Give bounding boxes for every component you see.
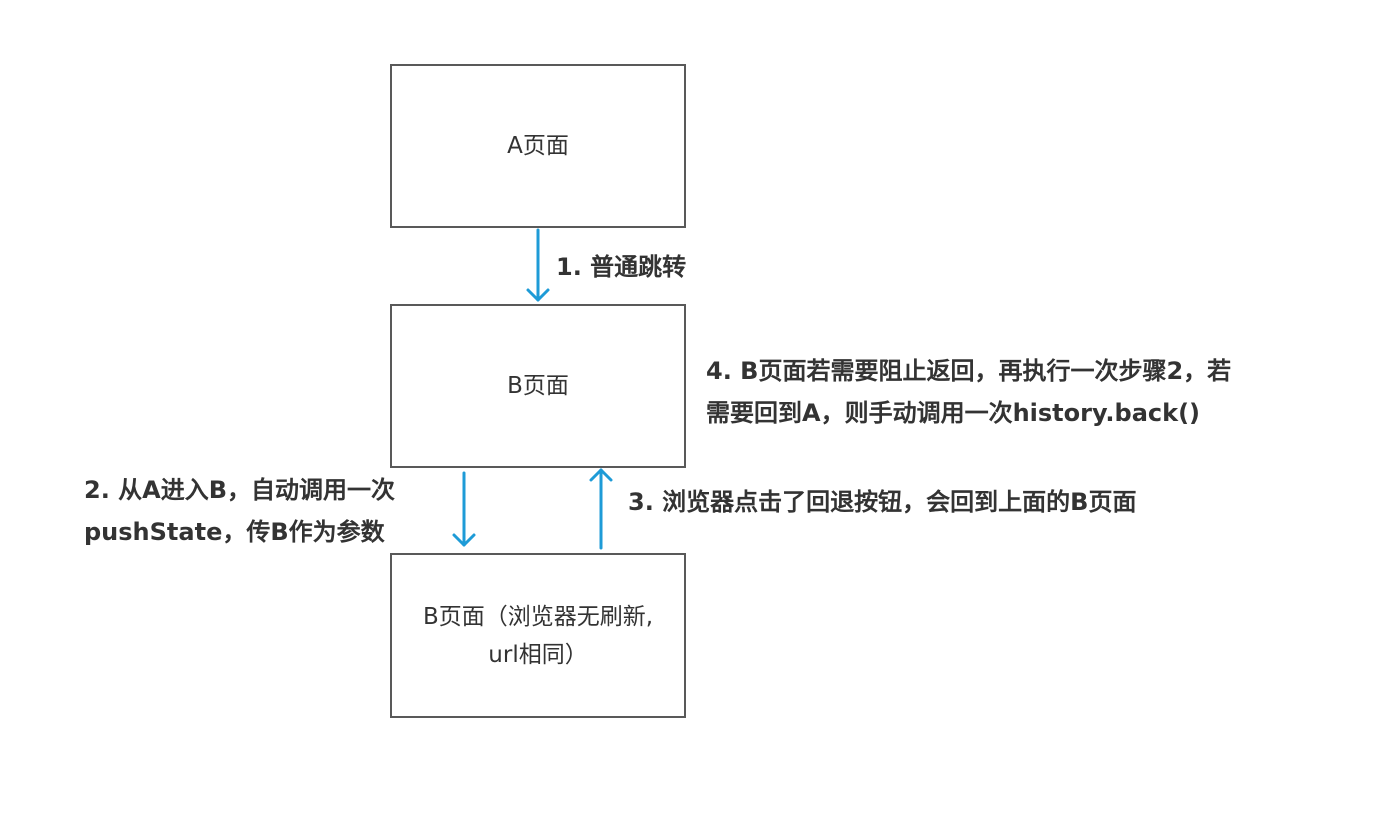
arrow-a-to-b [526, 228, 550, 302]
page-b-pushed-node: B页面（浏览器无刷新, url相同） [390, 553, 686, 718]
page-b-pushed-label: B页面（浏览器无刷新, url相同） [422, 603, 654, 668]
arrow-b-pushed-to-b [589, 468, 613, 550]
step-3-label: 3. 浏览器点击了回退按钮，会回到上面的B页面 [628, 488, 1137, 516]
page-a-label: A页面 [507, 133, 569, 159]
arrow-b-to-b-pushed [452, 471, 476, 547]
page-b-label: B页面 [507, 373, 569, 399]
page-b-node: B页面 [390, 304, 686, 468]
step-1-label: 1. 普通跳转 [556, 253, 687, 281]
step-4-note: 4. B页面若需要阻止返回，再执行一次步骤2，若 需要回到A，则手动调用一次hi… [706, 357, 1232, 427]
step-2-label: 2. 从A进入B，自动调用一次 pushState，传B作为参数 [84, 476, 396, 546]
page-a-node: A页面 [390, 64, 686, 228]
